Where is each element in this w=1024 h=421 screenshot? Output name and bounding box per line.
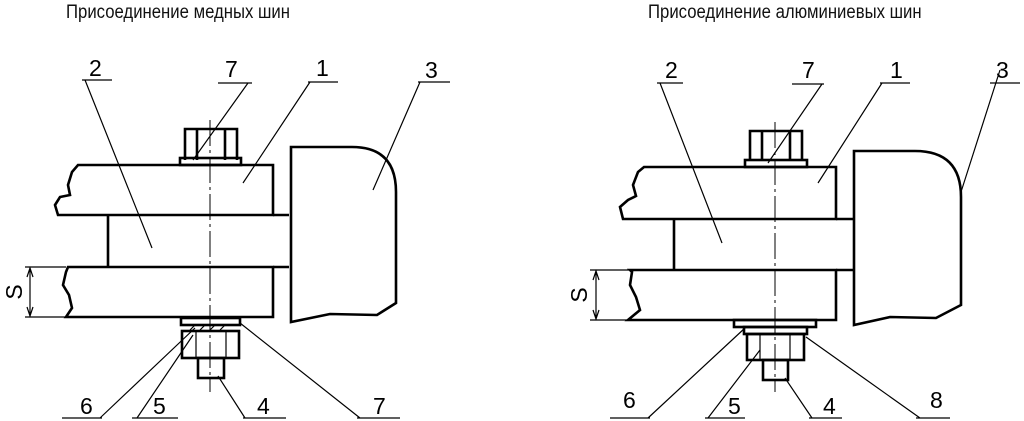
callout-4: 4 <box>257 393 270 419</box>
busbar-top <box>618 165 838 221</box>
dimension-label: S <box>566 287 592 302</box>
callout-5: 5 <box>153 393 166 419</box>
callout-2: 2 <box>89 55 102 81</box>
dimension-s <box>25 266 66 318</box>
leaders <box>62 79 450 419</box>
bolt-end <box>196 356 226 380</box>
dimension-s <box>590 269 632 321</box>
spacer <box>672 217 853 272</box>
dimension-label: S <box>1 284 27 299</box>
washer-top <box>743 158 809 169</box>
callout-7: 7 <box>802 57 815 83</box>
aluminium-assembly: S 2 7 1 3 6 5 4 8 <box>566 57 1020 419</box>
nut-edge <box>195 331 227 358</box>
spring-washer <box>189 324 226 331</box>
bolt-head <box>183 127 239 160</box>
leaders <box>610 69 1020 419</box>
callout-5: 5 <box>728 393 741 419</box>
spacer <box>106 213 289 269</box>
callout-6: 6 <box>80 393 93 419</box>
callout-7-bottom: 7 <box>373 393 386 419</box>
bolt-head <box>748 129 804 160</box>
busbar-bottom <box>624 268 838 322</box>
callout-1: 1 <box>890 57 903 83</box>
copper-title: Присоединение медных шин <box>66 2 291 23</box>
aluminium-title: Присоединение алюминиевых шин <box>648 2 922 23</box>
callout-1: 1 <box>316 55 329 81</box>
terminal-3 <box>852 149 963 327</box>
callout-3: 3 <box>996 57 1009 83</box>
callout-3: 3 <box>425 57 438 83</box>
callout-4: 4 <box>823 393 836 419</box>
callout-6: 6 <box>623 387 636 413</box>
callout-2: 2 <box>665 57 678 83</box>
callout-8: 8 <box>930 387 943 413</box>
terminal-3 <box>289 145 398 324</box>
busbar-bottom <box>61 265 275 319</box>
busbar-top <box>53 163 275 217</box>
callout-7: 7 <box>225 56 238 82</box>
nut-edge <box>759 334 791 360</box>
copper-assembly: S 2 7 1 3 6 5 4 7 <box>1 55 450 419</box>
